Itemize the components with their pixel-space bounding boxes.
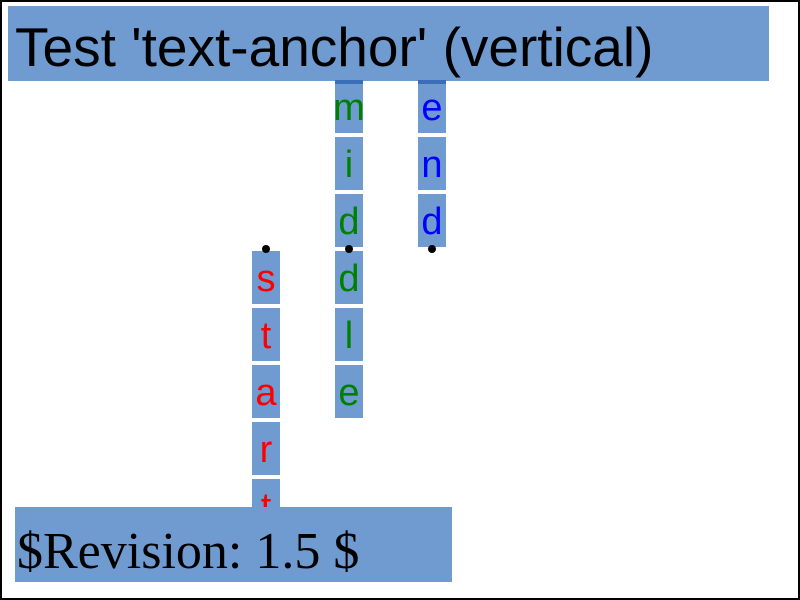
glyph-highlight [252, 479, 280, 507]
glyph-middle-5: e [338, 372, 359, 414]
glyph-start-0: s [257, 258, 276, 300]
glyph-end-2: d [421, 201, 442, 243]
title-highlight [8, 6, 769, 81]
vertical-text-start: start [252, 251, 280, 528]
glyph-highlight-cap [335, 80, 363, 84]
glyph-middle-3: d [338, 258, 359, 300]
glyph-highlight [252, 308, 280, 361]
glyph-highlight [335, 308, 363, 361]
vertical-text-end: end [418, 80, 446, 247]
glyph-highlight [335, 80, 363, 133]
glyph-highlight [418, 137, 446, 190]
glyph-middle-0: m [333, 87, 365, 129]
anchor-point-start [262, 245, 270, 253]
glyph-middle-2: d [338, 201, 359, 243]
glyph-highlight [418, 194, 446, 247]
glyph-highlight [335, 365, 363, 418]
glyph-highlight [252, 251, 280, 304]
glyph-highlight [418, 80, 446, 133]
revision-highlight [15, 507, 452, 582]
glyph-start-1: t [261, 315, 272, 357]
glyph-end-1: n [421, 144, 442, 186]
glyph-end-0: e [421, 87, 442, 129]
glyph-start-3: r [260, 429, 273, 471]
revision-group: $Revision: 1.5 $ [15, 507, 452, 582]
glyph-middle-4: l [345, 315, 353, 357]
glyph-start-2: a [255, 372, 277, 414]
glyph-highlight [335, 251, 363, 304]
revision-label: $Revision: 1.5 $ [17, 523, 359, 580]
anchor-point-middle [345, 245, 353, 253]
anchor-markers [262, 245, 436, 253]
title-group: Test 'text-anchor' (vertical) [8, 6, 769, 81]
page-title: Test 'text-anchor' (vertical) [15, 16, 653, 78]
glyph-highlight [252, 422, 280, 475]
glyph-middle-1: i [345, 144, 353, 186]
vertical-text-samples: startmiddleend [252, 80, 446, 528]
glyph-highlight-cap [418, 80, 446, 84]
glyph-highlight [335, 137, 363, 190]
glyph-highlight [335, 194, 363, 247]
anchor-point-end [428, 245, 436, 253]
glyph-highlight [252, 365, 280, 418]
